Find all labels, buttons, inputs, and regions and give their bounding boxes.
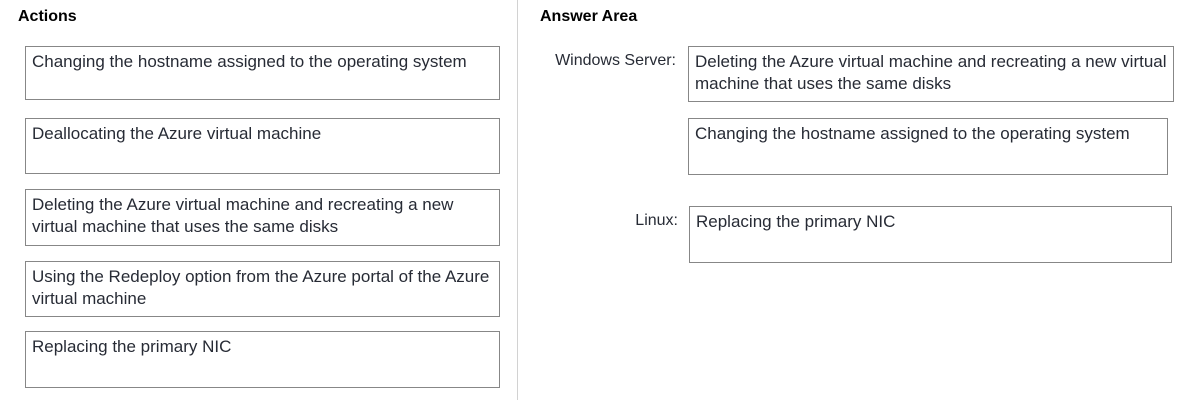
action-tile-changing-hostname[interactable]: Changing the hostname assigned to the op… bbox=[25, 46, 500, 100]
windows-server-answer-slot-1[interactable]: Deleting the Azure virtual machine and r… bbox=[688, 46, 1174, 102]
action-tile-label: Using the Redeploy option from the Azure… bbox=[32, 267, 490, 308]
answer-tile-label: Deleting the Azure virtual machine and r… bbox=[695, 52, 1167, 93]
answer-tile-label: Replacing the primary NIC bbox=[696, 212, 896, 231]
windows-server-target-label: Windows Server: bbox=[555, 52, 676, 69]
linux-target-label: Linux: bbox=[635, 212, 678, 229]
answer-area-title: Answer Area bbox=[540, 8, 638, 25]
action-tile-deallocating-vm[interactable]: Deallocating the Azure virtual machine bbox=[25, 118, 500, 174]
action-tile-replacing-nic[interactable]: Replacing the primary NIC bbox=[25, 331, 500, 388]
action-tile-label: Changing the hostname assigned to the op… bbox=[32, 52, 467, 71]
actions-panel-title: Actions bbox=[18, 8, 77, 25]
windows-server-answer-slot-2[interactable]: Changing the hostname assigned to the op… bbox=[688, 118, 1168, 175]
action-tile-label: Replacing the primary NIC bbox=[32, 337, 232, 356]
action-tile-deleting-recreating-vm[interactable]: Deleting the Azure virtual machine and r… bbox=[25, 189, 500, 246]
linux-answer-slot-1[interactable]: Replacing the primary NIC bbox=[689, 206, 1172, 263]
answer-tile-label: Changing the hostname assigned to the op… bbox=[695, 124, 1130, 143]
panel-divider bbox=[517, 0, 518, 400]
action-tile-redeploy-option[interactable]: Using the Redeploy option from the Azure… bbox=[25, 261, 500, 317]
action-tile-label: Deallocating the Azure virtual machine bbox=[32, 124, 322, 143]
action-tile-label: Deleting the Azure virtual machine and r… bbox=[32, 195, 454, 236]
